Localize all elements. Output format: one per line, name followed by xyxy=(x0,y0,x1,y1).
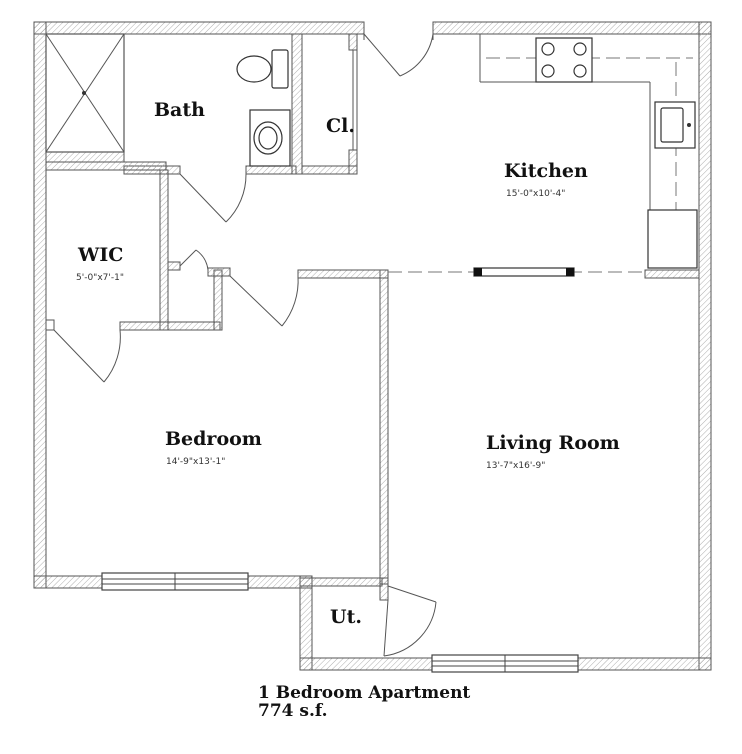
room-dims-wic: 5'-0"x7'-1" xyxy=(76,273,124,283)
room-label-closet: Cl. xyxy=(326,115,355,137)
interior-walls xyxy=(45,33,700,601)
room-label-bath: Bath xyxy=(154,99,205,121)
room-label-kitchen: Kitchen xyxy=(504,160,588,182)
bath-door-icon xyxy=(179,173,247,223)
entry-door-icon xyxy=(363,28,434,77)
toilet-icon xyxy=(236,49,289,89)
bedroom-door-icon xyxy=(229,275,299,327)
linen-door-icon xyxy=(179,249,209,271)
shower-drain-icon xyxy=(82,91,86,95)
plan-caption: 1 Bedroom Apartment 774 s.f. xyxy=(258,684,470,720)
bathroom-sink-icon xyxy=(249,109,291,167)
room-label-utility: Ut. xyxy=(330,606,362,628)
bedroom-window xyxy=(101,572,249,591)
room-dims-bedroom: 14'-9"x13'-1" xyxy=(166,457,225,467)
room-label-bedroom: Bedroom xyxy=(165,428,262,450)
wic-door-icon xyxy=(53,329,121,383)
refrigerator-icon xyxy=(647,209,698,269)
utility-door-icon xyxy=(383,585,437,657)
closet-sliding-door-icon xyxy=(352,50,358,150)
plan-area: 774 s.f. xyxy=(258,701,328,721)
plan-title: 1 Bedroom Apartment xyxy=(258,683,471,703)
living-window xyxy=(431,654,579,673)
kitchen-living-divider xyxy=(388,267,645,277)
room-label-wic: WIC xyxy=(77,244,123,266)
room-dims-living: 13'-7"x16'-9" xyxy=(486,461,545,471)
stove-icon xyxy=(535,37,593,83)
room-dims-kitchen: 15'-0"x10'-4" xyxy=(506,189,565,199)
kitchen-sink-icon xyxy=(654,101,696,149)
room-label-living: Living Room xyxy=(486,432,620,454)
